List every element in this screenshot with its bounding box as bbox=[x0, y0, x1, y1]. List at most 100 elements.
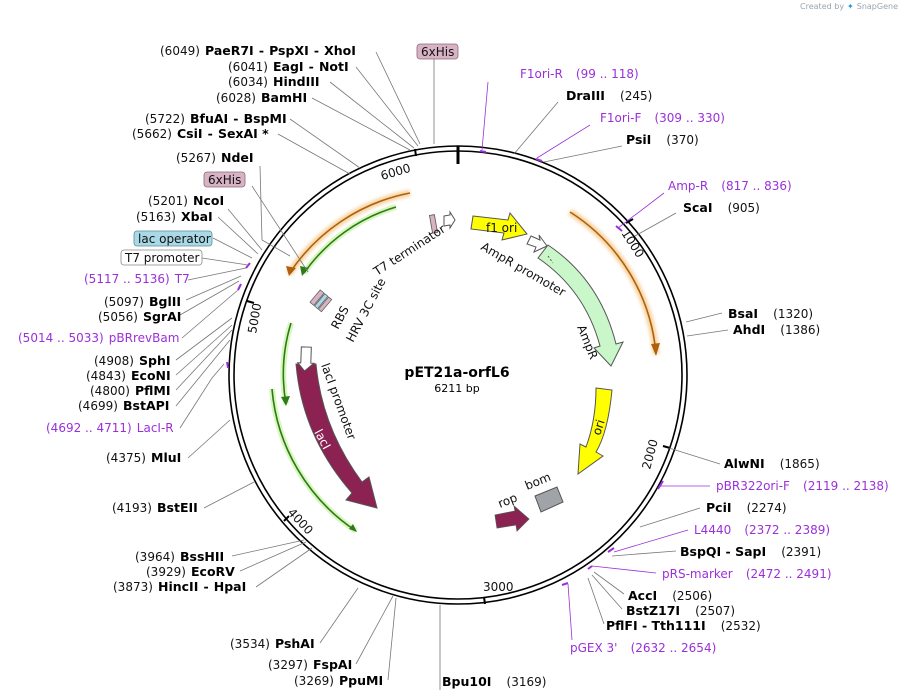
label-part: HpaI bbox=[214, 579, 247, 594]
connector-bsai bbox=[685, 312, 723, 323]
his-top-box bbox=[416, 43, 459, 60]
label-part: (905) bbox=[728, 201, 760, 215]
orf-green-bottom-head-icon bbox=[349, 524, 357, 532]
label-part: pRS-marker bbox=[662, 567, 733, 581]
enzyme-row-ncoi: (5201) NcoI bbox=[148, 190, 224, 209]
label-part: (5163) bbox=[136, 210, 176, 224]
label-part: NcoI bbox=[193, 193, 224, 208]
enzyme-row-ahdi: AhdI (1386) bbox=[733, 319, 820, 338]
tick-label-5000: 5000 bbox=[245, 302, 264, 335]
label-part: PsiI bbox=[626, 132, 651, 147]
bom-label: bom bbox=[523, 470, 553, 493]
primer-mark-pbr322ori-f bbox=[657, 480, 664, 490]
hrv-feature bbox=[314, 293, 329, 310]
label-part: (5097) bbox=[104, 295, 144, 309]
label-part: (5267) bbox=[176, 151, 216, 165]
label-part: AccI bbox=[628, 588, 657, 603]
ampr-feature bbox=[537, 244, 624, 367]
label-part: (2507) bbox=[695, 604, 735, 618]
orf-green-top-head-icon bbox=[300, 266, 309, 276]
label-part: ScaI bbox=[683, 200, 713, 215]
label-part: PciI bbox=[706, 500, 732, 515]
connector-bamhi bbox=[311, 97, 411, 151]
enzyme-row-bspmi: (5722) BfuAI - BspMI bbox=[145, 108, 287, 127]
connector-t7 bbox=[187, 267, 247, 281]
f1-ori-label: f1 ori bbox=[486, 221, 517, 235]
tick-label-3000: 3000 bbox=[483, 580, 514, 594]
primer-mark-prs-marker bbox=[587, 565, 593, 570]
label-part: (1386) bbox=[780, 323, 820, 337]
enzyme-row-bglii: (5097) BglII bbox=[104, 291, 181, 310]
connector-hindiii bbox=[329, 81, 415, 149]
primer-mark-pbrrevbam bbox=[237, 283, 242, 291]
t7-terminator-label: T7 terminator bbox=[370, 222, 448, 279]
tick-mark-3000 bbox=[483, 596, 486, 605]
enzyme-row-bstapi: (4699) BstAPI bbox=[78, 395, 169, 414]
label-part: PflMI bbox=[135, 383, 171, 398]
label-part: CsiI bbox=[177, 126, 203, 141]
orf-green-top bbox=[303, 206, 397, 274]
label-part: BspQI - SapI bbox=[680, 544, 766, 559]
label-part: (2632 .. 2654) bbox=[631, 641, 717, 655]
label-part: (3964) bbox=[135, 550, 175, 564]
rop-feature bbox=[494, 504, 530, 532]
tick-mark-2000 bbox=[662, 445, 671, 449]
label-part: XhoI bbox=[324, 43, 356, 58]
plasmid-length: 6211 bp bbox=[434, 382, 479, 395]
label-part: (370) bbox=[666, 133, 698, 147]
enzyme-row-bpu10i: Bpu10I (3169) bbox=[442, 671, 546, 690]
left-enzyme-labels: (6049) PaeR7I - PspXI - XhoI (6041) EagI… bbox=[78, 40, 383, 689]
label-part: BsaI bbox=[728, 306, 758, 321]
enzyme-row-sphi: (4908) SphI bbox=[94, 350, 171, 369]
primer-row-amp-r: Amp-R (817 .. 836) bbox=[668, 175, 792, 194]
label-part: Bpu10I bbox=[442, 674, 491, 689]
orf-arc-right-head-icon bbox=[651, 343, 660, 356]
connector-pflmi bbox=[175, 329, 233, 391]
rbs-feature bbox=[317, 296, 333, 313]
enzyme-row-ppumi: (3269) PpuMI bbox=[294, 670, 383, 689]
plasmid-name: pET21a-orfL6 bbox=[404, 365, 509, 381]
connector-sphi bbox=[175, 317, 233, 361]
connector-sapi bbox=[611, 550, 677, 557]
connector-psii bbox=[543, 145, 623, 163]
label-part: (5722) bbox=[145, 112, 185, 126]
primer-mark-amp-r bbox=[615, 225, 623, 232]
connector-mlui bbox=[187, 419, 231, 459]
boxed-labels: 6xHis 6xHis lac operator T7 promoter bbox=[120, 43, 459, 266]
enzyme-row-scai: ScaI (905) bbox=[683, 197, 760, 216]
orf-green-bottom bbox=[271, 388, 357, 532]
enzyme-row-xhoi: (6049) PaeR7I - PspXI - XhoI bbox=[160, 40, 356, 59]
t7-promoter-label: T7 promoter bbox=[124, 251, 200, 265]
label-part: PspXI bbox=[269, 43, 309, 58]
label-part: (4908) bbox=[94, 354, 134, 368]
label-part: PpuMI bbox=[339, 673, 383, 688]
lac-operator-label: lac operator bbox=[138, 232, 211, 246]
label-part: (4692 .. 4711) bbox=[46, 421, 132, 435]
primer-row-pgex3: pGEX 3' (2632 .. 2654) bbox=[570, 637, 716, 656]
label-part: NdeI bbox=[221, 150, 254, 165]
tick-mark-4000 bbox=[283, 515, 290, 522]
label-part: - bbox=[203, 579, 208, 594]
label-part: HindIII bbox=[273, 74, 320, 89]
right-labels: F1ori-R (99 .. 118) DraIII (245) F1ori-F… bbox=[442, 67, 889, 690]
label-part: F1ori-F bbox=[600, 111, 641, 125]
label-part: EcoRV bbox=[191, 564, 235, 579]
connector-ahdi bbox=[686, 329, 729, 337]
connector-bstz17i bbox=[591, 574, 623, 610]
label-part: NotI bbox=[319, 59, 349, 74]
connector-f1ori-f bbox=[536, 124, 591, 159]
connector-lines bbox=[175, 51, 729, 690]
tick-mark-6000 bbox=[414, 148, 417, 157]
label-part: (6028) bbox=[216, 91, 256, 105]
bom-feature bbox=[534, 486, 564, 513]
label-part: (3297) bbox=[268, 658, 308, 672]
enzyme-row-pcii: PciI (2274) bbox=[706, 497, 787, 516]
label-part: LacI-R bbox=[137, 421, 174, 435]
label-part: - bbox=[208, 126, 213, 141]
label-part: BstAPI bbox=[123, 398, 169, 413]
enzyme-row-pflmi: (4800) PflMI bbox=[90, 380, 171, 399]
label-part: L4440 bbox=[694, 523, 731, 537]
primer-mark-laci-r bbox=[226, 361, 229, 369]
label-part: (2372 .. 2389) bbox=[744, 523, 830, 537]
